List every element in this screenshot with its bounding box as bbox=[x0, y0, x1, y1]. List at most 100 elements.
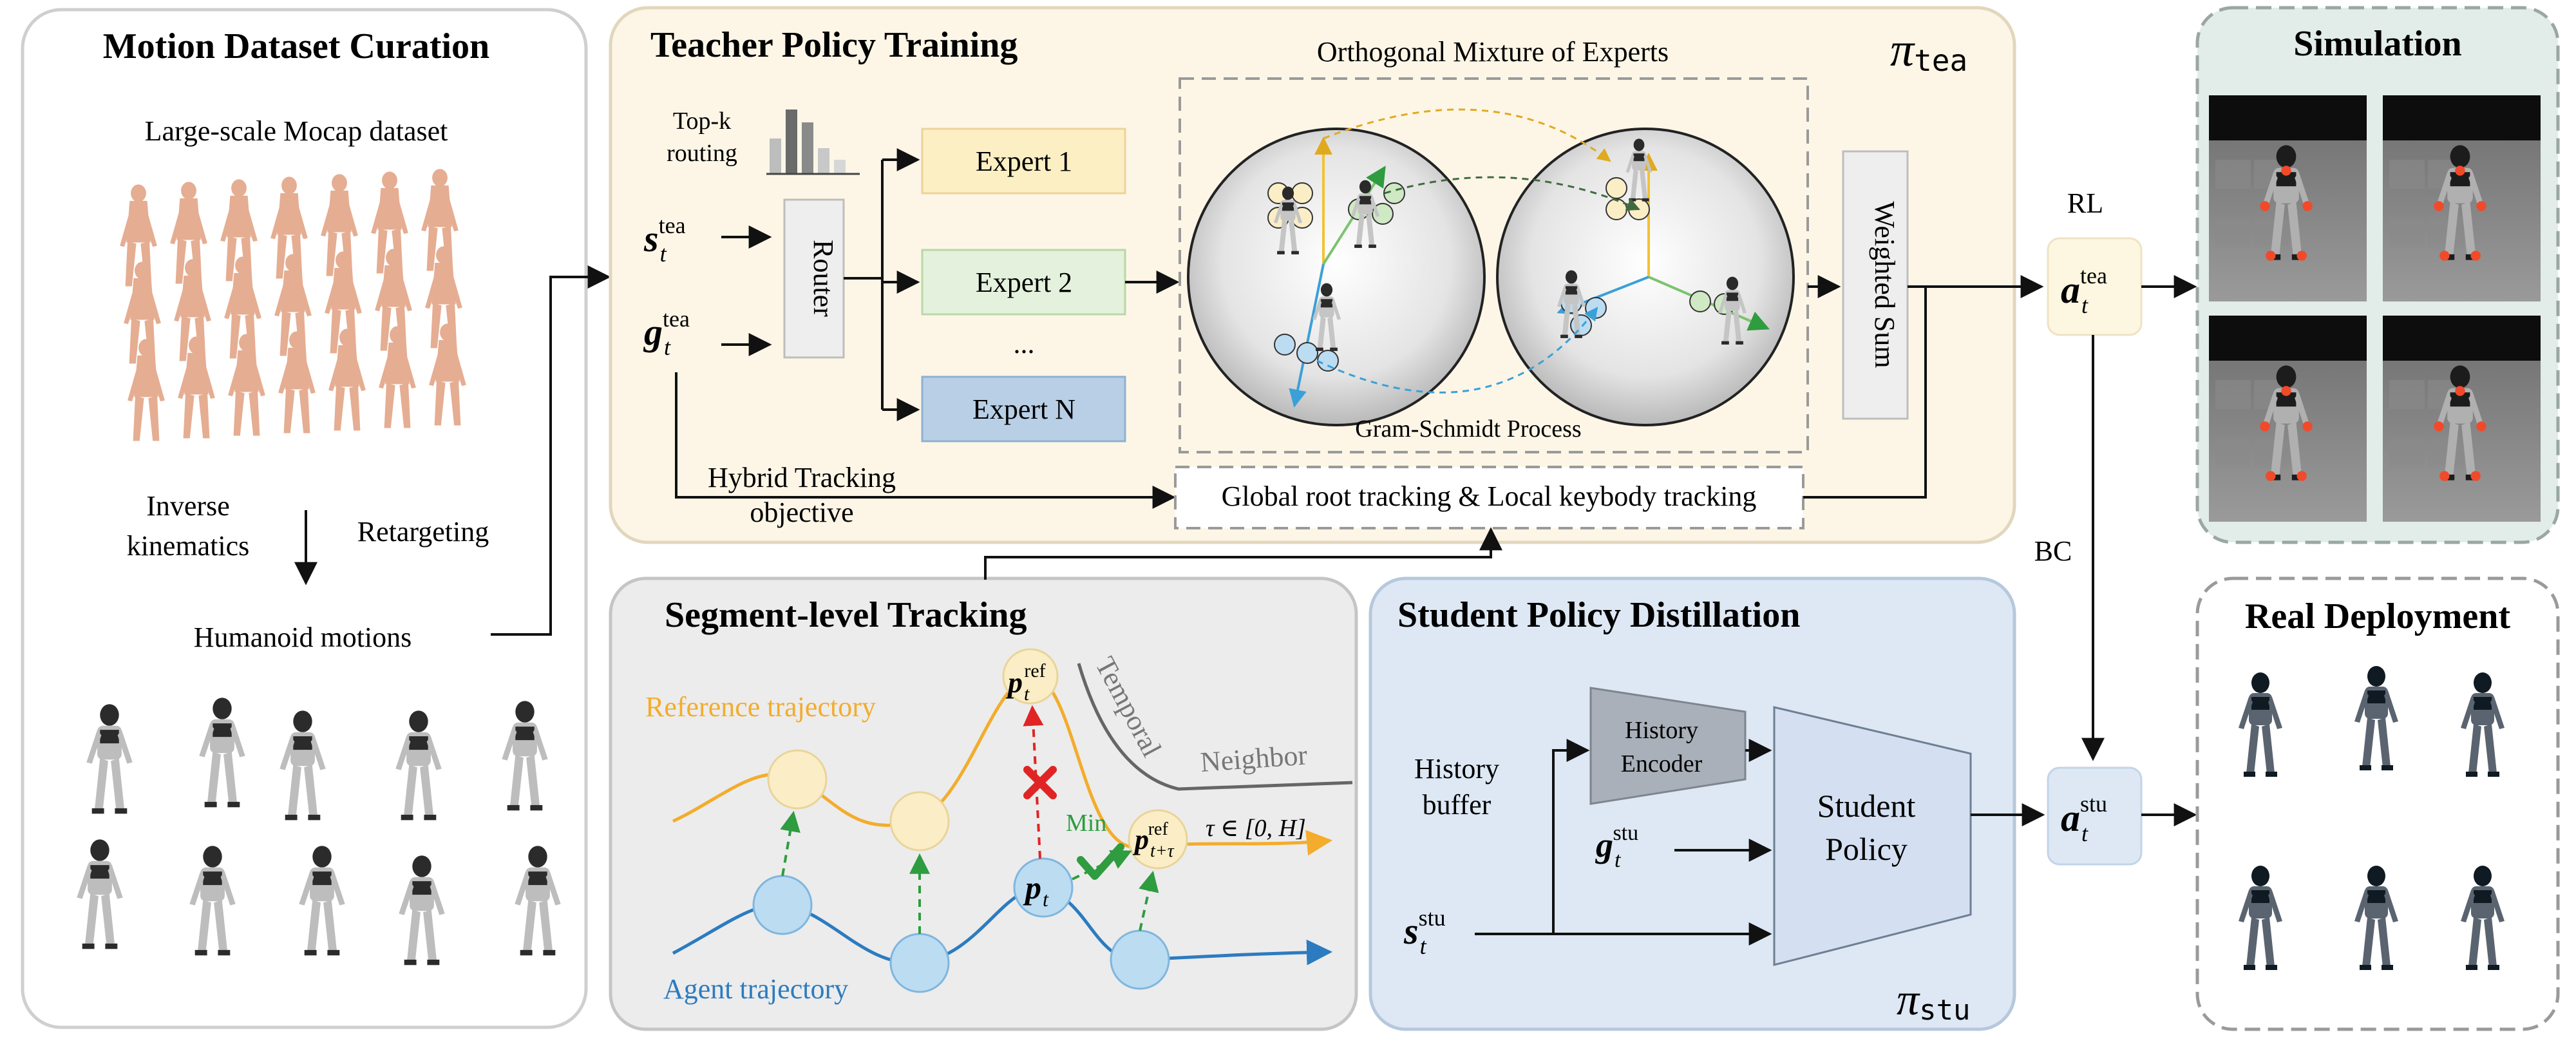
g-stu-symbol: gtstu bbox=[1595, 821, 1638, 872]
humanoid-figures bbox=[77, 698, 561, 966]
mocap-figure bbox=[321, 174, 358, 276]
gs-arc-blue bbox=[1316, 307, 1598, 394]
gram-schmidt-label: Gram-Schmidt Process bbox=[1355, 415, 1581, 442]
router-expert-connectors bbox=[844, 148, 920, 421]
student-pi-symbol: πstu bbox=[1897, 975, 1971, 1027]
hybrid-label-1: Hybrid Tracking bbox=[708, 462, 896, 493]
sphere-robot bbox=[1718, 276, 1747, 345]
reference-nodes bbox=[767, 648, 1188, 870]
humanoid-figure bbox=[399, 855, 445, 966]
ik-label-2: kinematics bbox=[127, 530, 250, 562]
omoe-sphere-left bbox=[1187, 128, 1486, 426]
teacher-panel-title: Teacher Policy Training bbox=[650, 25, 1018, 65]
rl-label: RL bbox=[2067, 187, 2103, 219]
ik-label-1: Inverse bbox=[146, 490, 230, 522]
sphere-left-expert-circles bbox=[1267, 182, 1405, 372]
gs-arc-green bbox=[1384, 176, 1640, 211]
gs-arc-yellow bbox=[1323, 108, 1611, 162]
simulation-frame bbox=[2383, 316, 2541, 522]
topk-label-2: routing bbox=[667, 140, 737, 167]
global-local-to-weighted-line bbox=[1803, 287, 1927, 499]
p-ref-t-tau-symbol: pt+τref bbox=[1132, 819, 1175, 861]
sphere-robot bbox=[1350, 180, 1380, 248]
green-check-icon bbox=[1077, 843, 1124, 880]
agent-nodes bbox=[752, 857, 1170, 993]
omoe-title: Orthogonal Mixture of Experts bbox=[1317, 36, 1669, 68]
real-deployment-title: Real Deployment bbox=[2245, 596, 2511, 636]
history-encoder-shape bbox=[1589, 687, 1747, 805]
router-label: Router bbox=[808, 240, 839, 317]
segment-panel bbox=[609, 576, 1358, 1031]
simulation-title: Simulation bbox=[2293, 24, 2461, 64]
segment-to-global-line bbox=[984, 527, 1502, 580]
mocap-columns bbox=[120, 169, 466, 441]
min-label: Min bbox=[1066, 810, 1106, 837]
segment-red-arrow bbox=[1023, 705, 1044, 859]
simulation-robot bbox=[2260, 145, 2313, 261]
mocap-figure bbox=[278, 331, 316, 433]
simulation-frame bbox=[2383, 95, 2541, 301]
p-ref-t-symbol: ptref bbox=[1005, 660, 1046, 705]
mocap-figure bbox=[421, 169, 459, 271]
mocap-figure bbox=[224, 256, 261, 359]
global-local-box bbox=[1174, 466, 1804, 529]
humanoid-figure bbox=[515, 846, 561, 956]
simulation-frame bbox=[2209, 95, 2367, 301]
mocap-figure bbox=[124, 262, 161, 364]
tau-range-label: τ ∈ [0, H] bbox=[1206, 815, 1306, 842]
mocap-figure bbox=[325, 251, 362, 354]
expert-2-box bbox=[921, 249, 1126, 316]
expert-1-box bbox=[921, 128, 1126, 195]
sphere-humanoids bbox=[1273, 138, 1747, 351]
student-policy-label-2: Policy bbox=[1825, 831, 1908, 867]
segment-title: Segment-level Tracking bbox=[665, 595, 1027, 635]
mocap-figure bbox=[371, 171, 408, 274]
humanoid-figure bbox=[502, 701, 548, 811]
humanoid-figure bbox=[299, 846, 345, 956]
simulation-robot bbox=[2434, 365, 2486, 481]
hybrid-label-2: objective bbox=[750, 497, 853, 528]
s-stu-to-encoder-line bbox=[1475, 739, 1590, 935]
temporal-neighbor-curve bbox=[1077, 663, 1353, 791]
hybrid-objective-line bbox=[675, 372, 1176, 509]
student-title: Student Policy Distillation bbox=[1397, 595, 1800, 635]
history-encoder-label-1: History bbox=[1625, 717, 1698, 744]
sphere-robot bbox=[1625, 138, 1653, 202]
topk-label-1: Top-k bbox=[673, 108, 731, 135]
weighted-sum-label: Weighted Sum bbox=[1869, 201, 1900, 368]
humanoid-figure bbox=[86, 704, 133, 814]
real-robot bbox=[2461, 672, 2505, 777]
mocap-figure bbox=[128, 339, 165, 441]
history-buffer-label-2: buffer bbox=[1423, 789, 1492, 821]
student-policy-label-1: Student bbox=[1817, 788, 1916, 824]
sphere-robot bbox=[1312, 283, 1341, 351]
bc-label: BC bbox=[2034, 535, 2072, 567]
student-policy-shape bbox=[1773, 706, 1972, 966]
sphere-robot bbox=[1273, 186, 1303, 254]
simulation-robot bbox=[2434, 145, 2486, 261]
weighted-sum-box bbox=[1842, 150, 1909, 420]
simulation-frame bbox=[2209, 316, 2367, 522]
s-tea-symbol: sttea bbox=[643, 213, 686, 267]
mocap-figure bbox=[174, 259, 211, 361]
real-robot bbox=[2239, 866, 2282, 970]
mocap-figure bbox=[228, 334, 265, 436]
topk-histogram-icon bbox=[766, 109, 860, 175]
mocap-figure bbox=[178, 336, 215, 439]
humanoid-figure bbox=[279, 710, 326, 821]
motion-panel-title: Motion Dataset Curation bbox=[103, 26, 489, 66]
real-robot bbox=[2239, 672, 2282, 777]
expert-n-label: Expert N bbox=[972, 394, 1075, 425]
humanoid-figure bbox=[395, 710, 442, 821]
omoe-box bbox=[1179, 77, 1809, 453]
mocap-figure bbox=[429, 323, 466, 426]
reference-trajectory-label: Reference trajectory bbox=[645, 691, 876, 723]
history-encoder-label-2: Encoder bbox=[1621, 750, 1703, 777]
s-stu-symbol: ststu bbox=[1403, 905, 1446, 959]
simulation-robot bbox=[2260, 365, 2313, 481]
agent-trajectory-label: Agent trajectory bbox=[663, 973, 848, 1005]
action-tea-symbol: attea bbox=[2061, 263, 2107, 318]
real-robot bbox=[2354, 866, 2398, 970]
action-stu-symbol: atstu bbox=[2061, 791, 2107, 846]
teacher-pi-symbol: πtea bbox=[1890, 24, 1967, 78]
